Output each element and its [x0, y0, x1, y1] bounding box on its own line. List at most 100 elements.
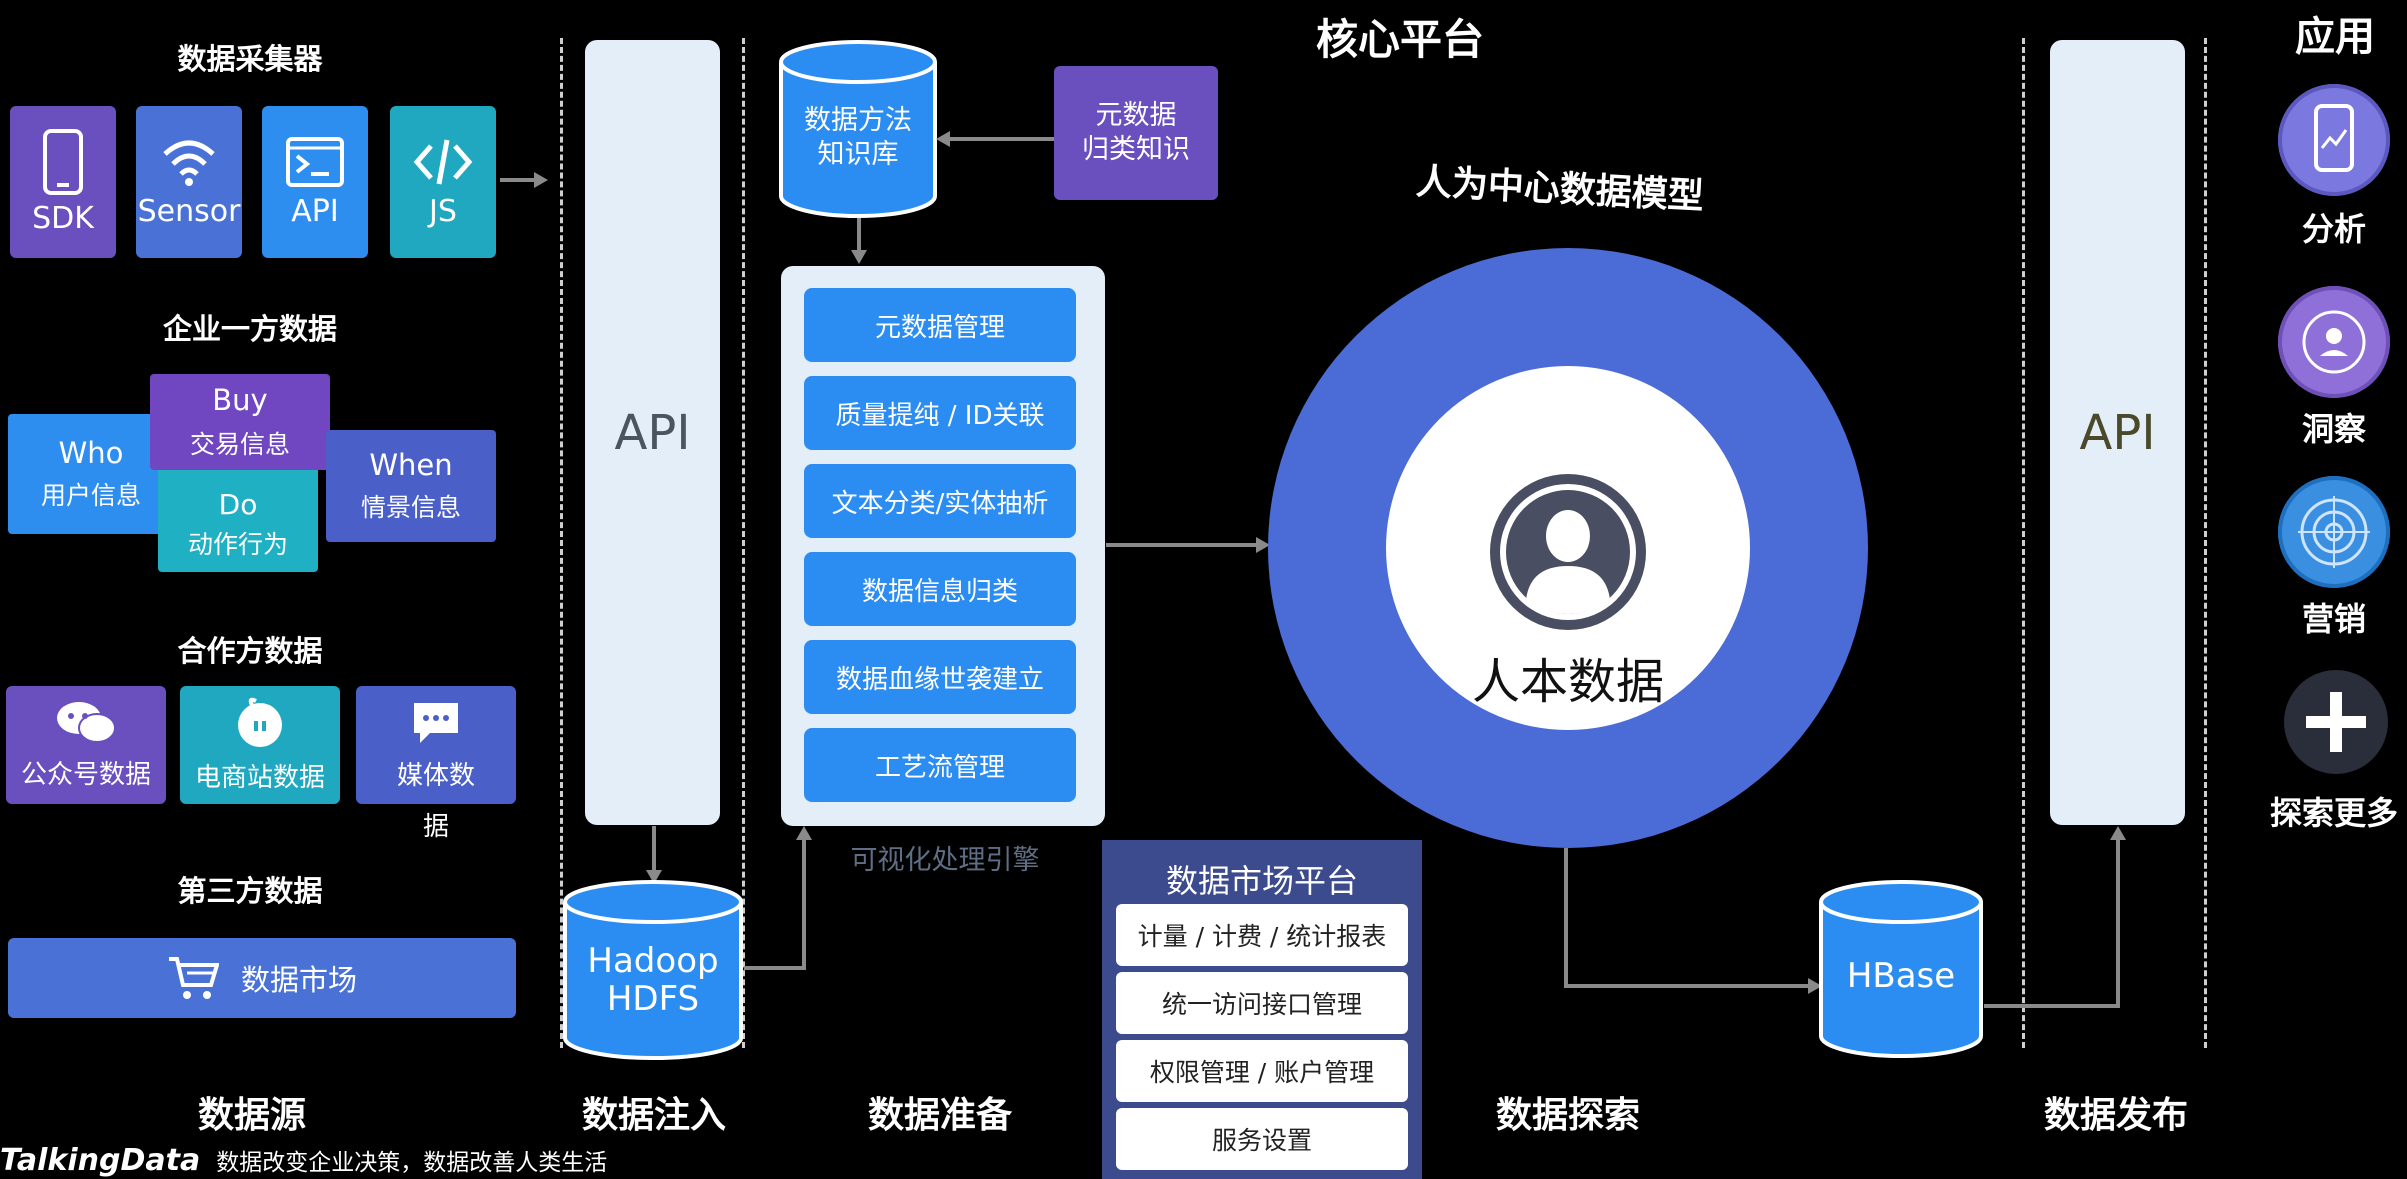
market-label: 数据市场	[240, 963, 357, 997]
collector-label: API	[291, 193, 339, 229]
arrow-line	[1564, 984, 1810, 988]
partner-media[interactable]: 媒体数	[356, 686, 516, 804]
arrow-head	[2110, 826, 2126, 840]
partner-label: 电商站数据	[194, 762, 325, 793]
buy-en: Buy	[212, 383, 268, 417]
hdfs-line2: HDFS	[606, 979, 700, 1019]
arrow-head	[1808, 978, 1822, 994]
hbase-cylinder	[1819, 880, 1983, 1058]
partner-shop[interactable]: 电商站数据	[180, 686, 340, 804]
app-label: 探索更多	[2269, 794, 2398, 832]
arrow-line	[2116, 836, 2120, 1008]
market-item-api-access[interactable]: 统一访问接口管理	[1116, 972, 1408, 1034]
apps-title: 应用	[2295, 14, 2375, 60]
model-title: 人为中心数据模型	[1414, 161, 1705, 218]
wifi-icon	[163, 140, 215, 186]
mobile-chart-icon	[2314, 104, 2354, 172]
do-block: Do 动作行为	[158, 450, 318, 572]
app-explore-more-button[interactable]	[2284, 670, 2388, 774]
arrow-line	[1984, 1004, 2120, 1008]
app-label: 分析	[2301, 210, 2366, 248]
code-icon	[413, 139, 473, 184]
stage-label-explore: 数据探索	[1495, 1095, 1640, 1136]
collector-api[interactable]: API	[262, 106, 368, 258]
partner-label: 媒体数	[396, 760, 475, 791]
meta-line2: 归类知识	[1082, 134, 1190, 165]
who-cn: 用户信息	[40, 481, 141, 510]
footer: TalkingData 数据改变企业决策，数据改善人类生活	[0, 1142, 607, 1178]
divider-line	[2204, 38, 2207, 1048]
step-lineage[interactable]: 数据血缘世袭建立	[804, 640, 1076, 714]
radar-icon	[2298, 496, 2370, 568]
terminal-icon	[286, 136, 344, 187]
arrow-line	[500, 178, 538, 182]
stage-label-prep: 数据准备	[867, 1095, 1012, 1136]
person-icon	[1490, 474, 1646, 630]
market-item-billing[interactable]: 计量 / 计费 / 统计报表	[1116, 904, 1408, 966]
step-info-classify[interactable]: 数据信息归类	[804, 552, 1076, 626]
market-item-service-settings[interactable]: 服务设置	[1116, 1108, 1408, 1170]
do-en: Do	[218, 487, 258, 521]
meta-line1: 元数据	[1095, 100, 1177, 131]
when-cn: 情景信息	[360, 493, 461, 522]
collector-sdk[interactable]: SDK	[10, 106, 116, 258]
arrow-line	[744, 966, 806, 970]
when-block: When 情景信息	[326, 430, 496, 542]
partner-title: 合作方数据	[177, 634, 323, 668]
meta-knowledge-box[interactable]: 元数据 归类知识	[1054, 66, 1218, 200]
hbase-label: HBase	[1846, 956, 1956, 996]
arrow-head	[1256, 537, 1270, 553]
stage-label-ingest: 数据注入	[581, 1095, 726, 1136]
arrow-line	[652, 826, 656, 874]
shop-icon	[238, 697, 282, 747]
step-workflow[interactable]: 工艺流管理	[804, 728, 1076, 802]
engine-label: 可视化处理引擎	[850, 845, 1040, 876]
partner-overflow-text: 据	[422, 812, 449, 842]
plus-icon	[2306, 692, 2366, 752]
step-metadata-management[interactable]: 元数据管理	[804, 288, 1076, 362]
collector-label: SDK	[32, 200, 94, 236]
collector-js[interactable]: JS	[390, 106, 496, 258]
arrow-head	[796, 826, 812, 840]
step-text-classify[interactable]: 文本分类/实体抽析	[804, 464, 1076, 538]
app-insight-button[interactable]	[2278, 286, 2390, 398]
hdfs-line1: Hadoop	[587, 941, 719, 981]
arrow-line	[802, 836, 806, 970]
collector-sensor[interactable]: Sensor	[136, 106, 242, 258]
app-marketing-button[interactable]	[2278, 476, 2390, 588]
divider-line	[2022, 38, 2025, 1048]
hdfs-cylinder	[563, 880, 743, 1060]
do-cn: 动作行为	[187, 529, 288, 559]
knowledge-base-label: 数据方法 知识库	[778, 98, 938, 178]
app-label: 洞察	[2301, 410, 2366, 448]
phone-icon	[43, 128, 83, 195]
knowledge-base-cylinder	[779, 40, 937, 218]
when-en: When	[369, 448, 453, 482]
brand-logo: TalkingData	[0, 1142, 201, 1178]
stage-label-source: 数据源	[197, 1095, 306, 1136]
data-market-button[interactable]: 数据市场	[8, 938, 516, 1018]
arrow-head	[534, 172, 548, 188]
center-label: 人本数据	[1471, 654, 1664, 710]
core-platform-title: 核心平台	[1315, 15, 1484, 64]
first-party-title: 企业一方数据	[162, 312, 337, 346]
third-party-title: 第三方数据	[177, 874, 323, 908]
partner-wechat[interactable]: 公众号数据	[6, 686, 166, 804]
arrow-head	[851, 250, 867, 264]
collector-label: Sensor	[137, 193, 241, 229]
arrow-line	[1564, 848, 1568, 988]
hdfs-label: Hadoop HDFS	[562, 930, 744, 1030]
kb-line2: 知识库	[817, 139, 899, 170]
divider-line	[742, 38, 745, 1048]
stage-label-publish: 数据发布	[2043, 1095, 2188, 1136]
who-block: Who 用户信息	[8, 414, 174, 534]
arrow-line	[948, 137, 1054, 141]
arrow-head	[936, 131, 950, 147]
market-item-permissions[interactable]: 权限管理 / 账户管理	[1116, 1040, 1408, 1102]
app-label: 营销	[2301, 600, 2366, 638]
chat-icon	[414, 702, 458, 743]
arrow-line	[1106, 543, 1258, 547]
step-quality-id[interactable]: 质量提纯 / ID关联	[804, 376, 1076, 450]
app-analysis-button[interactable]	[2278, 84, 2390, 196]
collector-label: JS	[429, 193, 457, 229]
